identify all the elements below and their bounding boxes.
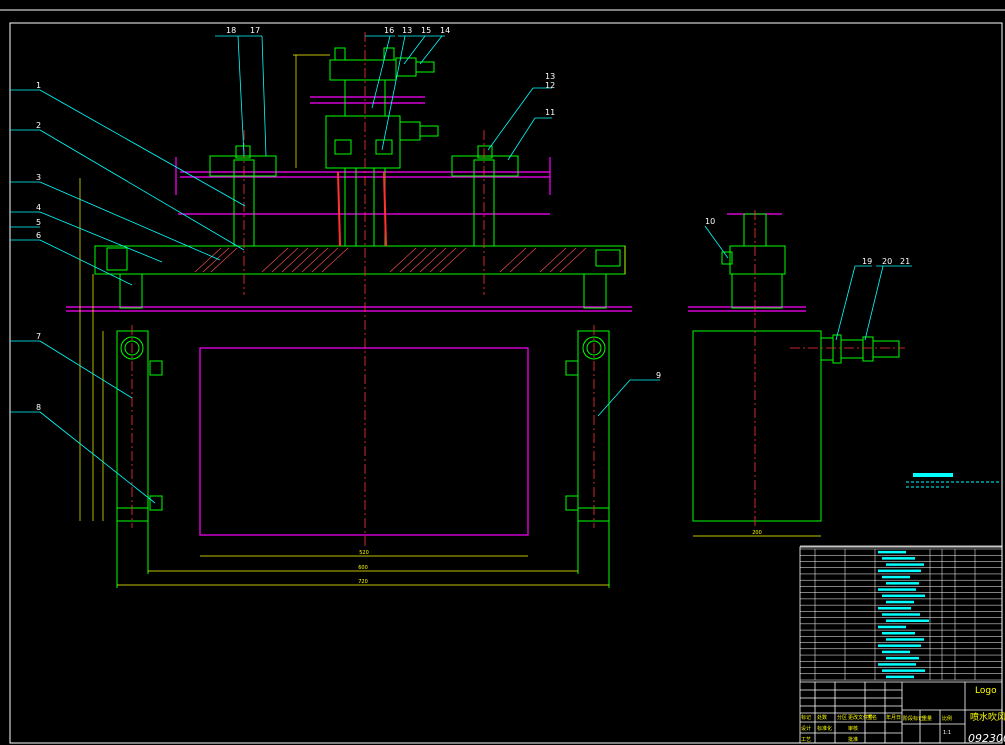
leader-lines bbox=[10, 35, 912, 504]
dim-200: 200 bbox=[752, 530, 762, 536]
title-texts: Logo 喷水吹风 0923005 1:1 bbox=[943, 686, 1005, 745]
parts-list-entry-mark bbox=[878, 607, 911, 610]
title-block bbox=[799, 545, 1003, 744]
label-left-2: 2 bbox=[36, 121, 41, 130]
dimension-labels: 520 600 720 200 bbox=[358, 530, 762, 585]
scale-cell-1: 重量 bbox=[922, 715, 932, 722]
scale-value: 1:1 bbox=[943, 730, 951, 736]
hdr-cell-2: 分区 bbox=[837, 714, 847, 721]
btm-cell-1: 标准化 bbox=[817, 725, 832, 732]
company-name: Logo bbox=[975, 686, 997, 696]
hdr-cell-3: 更改文件号 bbox=[848, 714, 873, 721]
label-top-13b: 13 bbox=[545, 72, 555, 81]
parts-list-entry-mark bbox=[886, 638, 924, 641]
parts-list-entry-mark bbox=[886, 582, 919, 585]
leader-labels: 18 17 16 13 15 14 13 12 11 1 2 3 4 5 6 7… bbox=[36, 26, 910, 412]
parts-list-entry-mark bbox=[878, 588, 916, 591]
parts-list-entry-mark bbox=[886, 656, 919, 660]
scale-cell-0: 阶段标记 bbox=[903, 715, 923, 722]
parts-list-entry-mark bbox=[878, 550, 906, 554]
label-right-10: 10 bbox=[705, 217, 715, 226]
btm-cell-4: 批准 bbox=[848, 736, 858, 743]
label-top-11: 11 bbox=[545, 108, 555, 117]
hdr-cell-5: 年月日 bbox=[886, 714, 901, 721]
parts-list-entry-mark bbox=[886, 563, 924, 566]
hdr-cell-1: 处数 bbox=[817, 714, 827, 721]
label-right-19: 19 bbox=[862, 257, 872, 266]
label-top-13: 13 bbox=[402, 26, 412, 35]
label-right-20: 20 bbox=[882, 257, 892, 266]
label-left-4: 4 bbox=[36, 203, 41, 212]
label-right-9: 9 bbox=[656, 371, 661, 380]
parts-list-entry-mark bbox=[882, 575, 910, 579]
drawing-name: 喷水吹风 bbox=[970, 711, 1005, 723]
title-header-cells: 标记 处数 分区 更改文件号 签名 年月日 设计 标准化 审核 工艺 批准 阶段… bbox=[801, 714, 952, 743]
parts-list-entry-mark bbox=[882, 631, 915, 635]
parts-list-entry-mark bbox=[886, 600, 914, 604]
side-view bbox=[688, 210, 1000, 537]
parts-list-entry-mark bbox=[878, 569, 921, 573]
parts-list-entry-mark bbox=[882, 594, 925, 598]
dim-720: 720 bbox=[358, 579, 368, 585]
hdr-cell-4: 签名 bbox=[867, 714, 877, 721]
front-view bbox=[66, 32, 632, 588]
parts-list-entry-mark bbox=[882, 650, 910, 654]
hdr-cell-0: 标记 bbox=[801, 714, 811, 721]
label-left-5: 5 bbox=[36, 218, 41, 227]
parts-list bbox=[800, 548, 1002, 681]
label-left-1: 1 bbox=[36, 81, 41, 90]
label-top-16: 16 bbox=[384, 26, 394, 35]
dim-520: 520 bbox=[359, 550, 369, 556]
drawing-frame bbox=[0, 9, 1005, 744]
scale-cell-2: 比例 bbox=[942, 715, 952, 722]
label-top-18: 18 bbox=[226, 26, 236, 35]
btm-cell-3: 工艺 bbox=[801, 737, 811, 743]
parts-list-entry-mark bbox=[886, 675, 914, 679]
parts-list-entry-mark bbox=[878, 625, 906, 629]
label-top-14: 14 bbox=[440, 26, 450, 35]
parts-list-entry-mark bbox=[886, 619, 929, 622]
parts-list-entry-mark bbox=[882, 613, 920, 616]
label-top-15: 15 bbox=[421, 26, 431, 35]
btm-cell-2: 审核 bbox=[848, 725, 858, 732]
btm-cell-0: 设计 bbox=[801, 725, 811, 732]
dim-600: 600 bbox=[358, 565, 368, 571]
label-right-21: 21 bbox=[900, 257, 910, 266]
parts-list-entry-mark bbox=[882, 669, 925, 672]
label-left-6: 6 bbox=[36, 231, 41, 240]
parts-list-entry-mark bbox=[878, 644, 921, 647]
label-left-3: 3 bbox=[36, 173, 41, 182]
parts-list-entry-mark bbox=[882, 557, 915, 560]
label-left-8: 8 bbox=[36, 403, 41, 412]
drawing-number: 0923005 bbox=[968, 732, 1005, 745]
label-top-17: 17 bbox=[250, 26, 260, 35]
label-left-7: 7 bbox=[36, 332, 41, 341]
parts-list-entry-mark bbox=[878, 663, 916, 666]
label-top-12: 12 bbox=[545, 81, 555, 90]
